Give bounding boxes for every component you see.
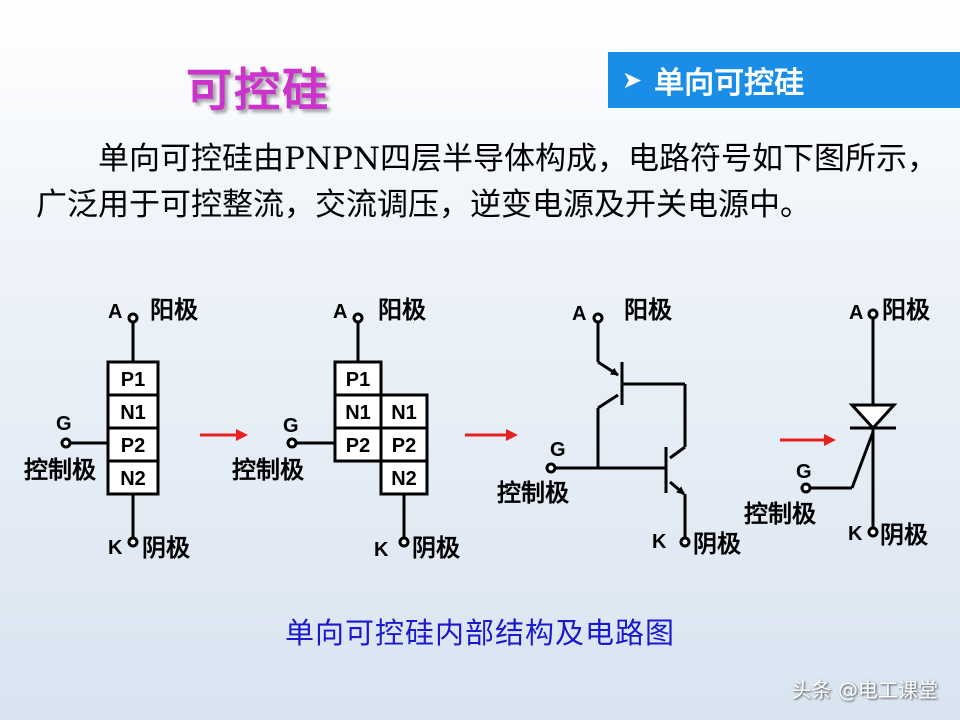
structure-diagram-1 bbox=[60, 312, 160, 548]
structure-diagram-2 bbox=[286, 312, 429, 548]
d2-layer-p2-left: P2 bbox=[346, 435, 370, 457]
d1-anode-name: 阳极 bbox=[150, 297, 198, 324]
d1-gate-name: 控制极 bbox=[24, 456, 96, 484]
diagram-caption: 单向可控硅内部结构及电路图 bbox=[284, 616, 675, 650]
d2-anode-name: 阳极 bbox=[378, 297, 426, 324]
watermark: 头条 @电工课堂 bbox=[791, 678, 938, 702]
d3-cathode-name: 阴极 bbox=[693, 531, 741, 558]
red-arrowhead-3 bbox=[824, 434, 836, 446]
scr-circuit-symbol bbox=[800, 308, 898, 538]
chevron-right-icon: ➤ bbox=[622, 66, 643, 94]
d2-anode-letter: A bbox=[333, 301, 347, 323]
d1-layer-p1: P1 bbox=[121, 369, 145, 391]
d2-layer-n1-left: N1 bbox=[345, 402, 371, 424]
d4-gate-letter: G bbox=[796, 461, 812, 483]
d4-cathode-name: 阴极 bbox=[880, 522, 928, 549]
d2-layer-n2: N2 bbox=[391, 468, 417, 490]
d4-gate-name: 控制极 bbox=[744, 500, 816, 528]
d1-layer-p2: P2 bbox=[121, 435, 145, 457]
d3-gate-name: 控制极 bbox=[497, 479, 569, 507]
section-tag: ➤ 单向可控硅 bbox=[608, 52, 960, 108]
d2-layer-n1-right: N1 bbox=[391, 402, 417, 424]
d3-anode-letter: A bbox=[572, 303, 586, 325]
transistor-equivalent-circuit bbox=[545, 312, 691, 548]
d1-layer-n2: N2 bbox=[120, 468, 146, 490]
page-title: 可控硅 bbox=[186, 63, 330, 117]
d1-cathode-letter: K bbox=[108, 537, 123, 559]
d2-layer-p2-right: P2 bbox=[392, 435, 416, 457]
d2-gate-letter: G bbox=[283, 415, 299, 437]
d3-cathode-letter: K bbox=[652, 531, 667, 553]
description-paragraph: 单向可控硅由PNPN四层半导体构成，电路符号如下图所示，广泛用于可控整流，交流调… bbox=[36, 141, 938, 223]
d2-cathode-letter: K bbox=[374, 539, 389, 561]
d4-anode-letter: A bbox=[849, 302, 863, 324]
d2-gate-name: 控制极 bbox=[232, 456, 304, 484]
section-tag-label: 单向可控硅 bbox=[654, 66, 805, 101]
d1-layer-n1: N1 bbox=[120, 402, 146, 424]
d3-gate-letter: G bbox=[550, 439, 566, 461]
red-arrowhead-1 bbox=[236, 429, 248, 441]
d4-anode-name: 阳极 bbox=[882, 297, 930, 324]
red-arrowhead-2 bbox=[506, 429, 518, 441]
d2-layer-p1: P1 bbox=[346, 369, 370, 391]
d1-anode-letter: A bbox=[108, 301, 122, 323]
d1-gate-letter: G bbox=[56, 413, 72, 435]
d1-cathode-name: 阴极 bbox=[142, 535, 190, 562]
d2-cathode-name: 阴极 bbox=[412, 535, 460, 562]
d4-cathode-letter: K bbox=[848, 523, 863, 545]
d3-anode-name: 阳极 bbox=[624, 297, 672, 324]
